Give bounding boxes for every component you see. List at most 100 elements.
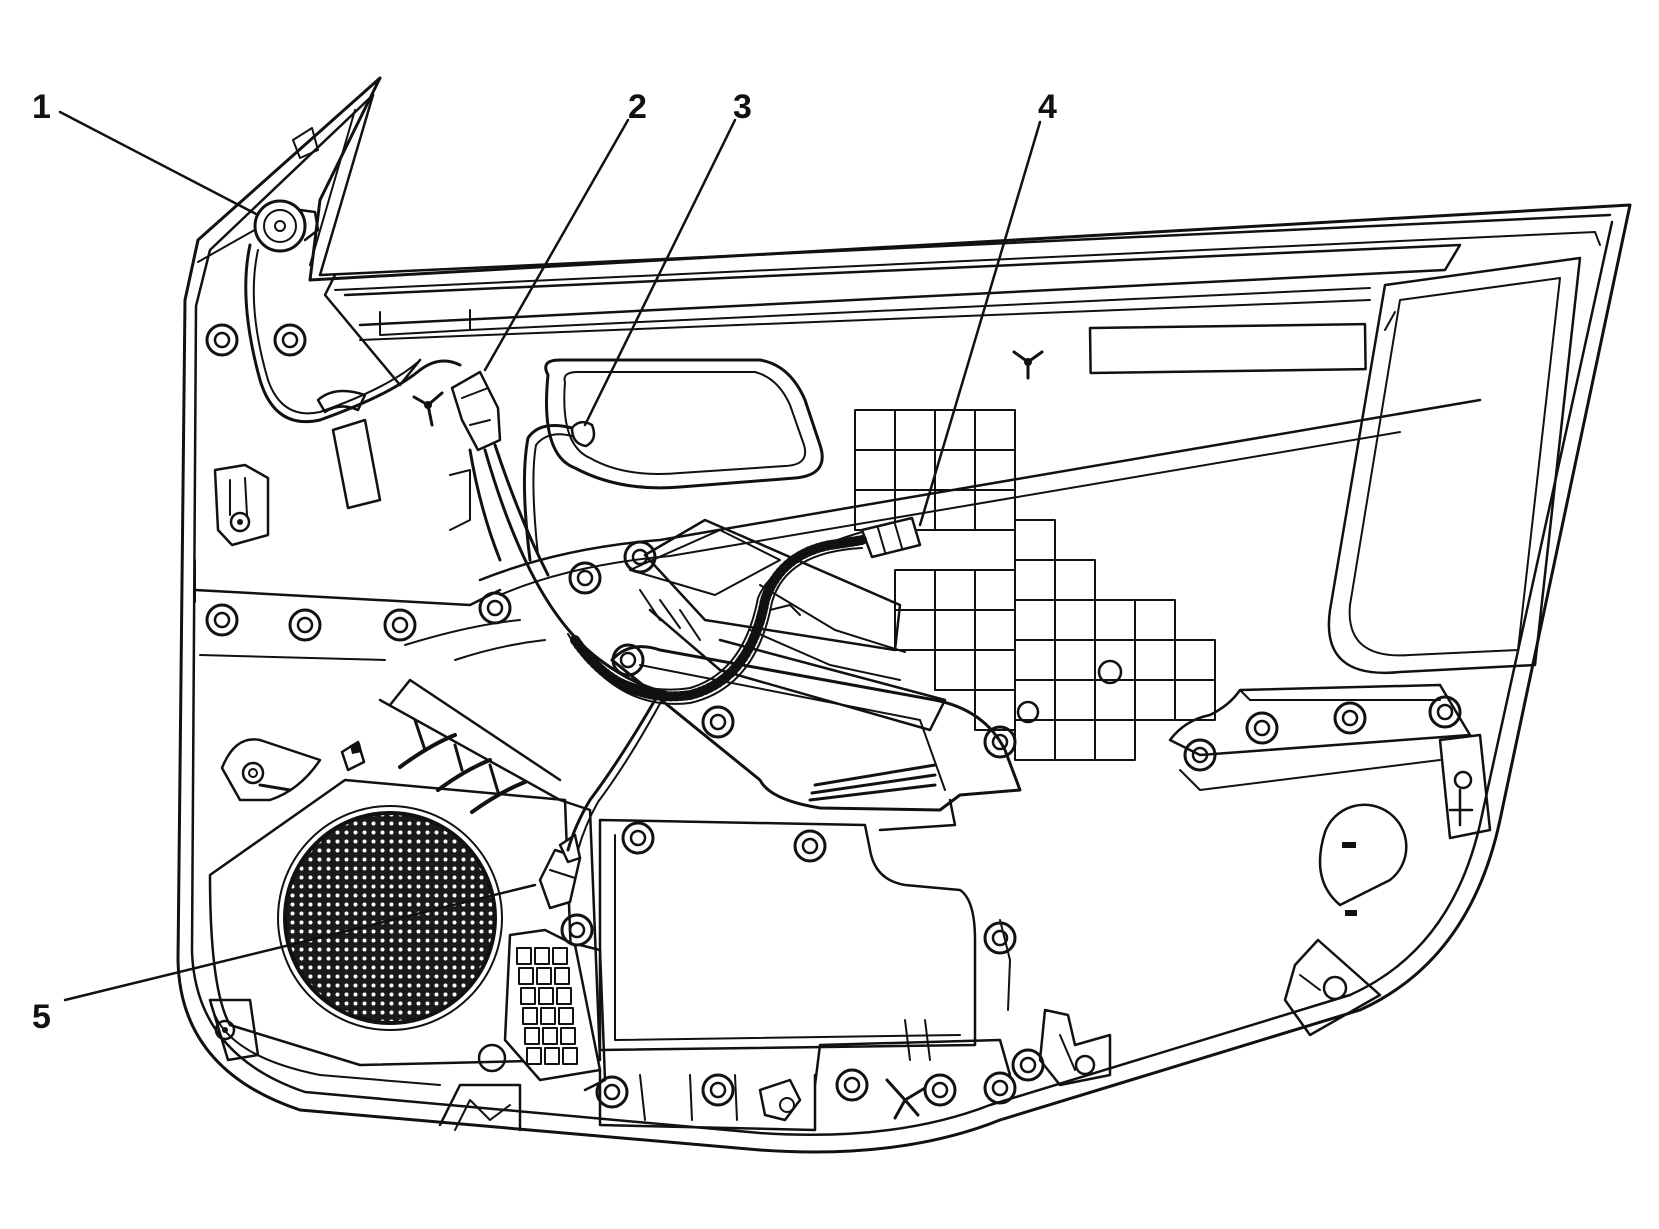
grid-cell (1054, 599, 1096, 641)
callout-number-4: 4 (1038, 88, 1057, 126)
reflector-cell (558, 1007, 574, 1025)
connector-5-housing (538, 833, 582, 910)
grid-cell (1134, 599, 1176, 641)
grid-cell (934, 649, 976, 691)
reflector-cell (554, 967, 570, 985)
bottom-trim-band (438, 1038, 1012, 1132)
callout-number-3: 3 (733, 88, 752, 126)
grid-cell (1054, 559, 1096, 601)
speaker-grille (208, 778, 577, 1067)
door-panel-outline (176, 76, 1632, 1154)
leader-line-4 (918, 120, 1042, 527)
reflector-cell (560, 1027, 576, 1045)
fastener-boss (478, 591, 512, 625)
connector-2-housing (450, 370, 502, 452)
fastener-boss (611, 643, 645, 677)
grid-cell (974, 409, 1016, 451)
grid-cell (1014, 679, 1056, 721)
fastener-boss (1428, 695, 1462, 729)
callout-number-5: 5 (32, 998, 51, 1036)
reflector-knob (477, 1043, 507, 1073)
fastener-boss (983, 1071, 1017, 1105)
reflector-cell (544, 1047, 560, 1065)
reflector-cell (518, 967, 534, 985)
access-plug-round (1318, 803, 1408, 916)
grid-cell (1014, 519, 1056, 561)
lower-armrest (610, 645, 1022, 832)
connector-3-housing (570, 420, 596, 448)
grid-cell (974, 489, 1016, 531)
grid-hole (1097, 659, 1123, 685)
reflector-cell (526, 1047, 542, 1065)
fastener-boss (1011, 1048, 1045, 1082)
grid-cell (974, 689, 1016, 731)
upper-strut (316, 273, 471, 772)
leader-line-3 (583, 118, 737, 427)
grid-cell (894, 449, 936, 491)
fastener-boss (923, 1073, 957, 1107)
grid-cell (854, 409, 896, 451)
belt-molding (343, 243, 1462, 380)
fastener-boss (560, 913, 594, 947)
grid-cell (1094, 639, 1136, 681)
fastener-boss (983, 921, 1017, 955)
reflector-cell (552, 947, 568, 965)
grid-cell (1094, 679, 1136, 721)
fastener-boss (1183, 738, 1217, 772)
fastener-boss (205, 603, 239, 637)
leader-lines (58, 110, 1042, 1002)
watershield-grid (854, 409, 1216, 761)
callout-number-1: 1 (32, 88, 51, 126)
grid-cell (894, 409, 936, 451)
grid-cell (1094, 719, 1136, 761)
connector-4-housing (849, 516, 922, 559)
trim-fasteners (205, 323, 1462, 1109)
fastener-boss (701, 705, 735, 739)
grid-cell (1054, 639, 1096, 681)
callout-number-2: 2 (628, 88, 647, 126)
reflector-cell (524, 1027, 540, 1045)
reflector-cell (538, 987, 554, 1005)
reflector-cell (516, 947, 532, 965)
fastener-boss (1245, 711, 1279, 745)
clip-retainer-right (1438, 733, 1492, 840)
grid-cell (1014, 639, 1056, 681)
grid-hole (1016, 700, 1040, 724)
reflector-grid-block (477, 928, 607, 1092)
speaker-mesh (283, 811, 497, 1025)
clip-retainer-left-bottom (208, 998, 260, 1062)
grid-cell (894, 609, 936, 651)
inside-handle-bezel (544, 358, 824, 490)
fastener-boss (568, 561, 602, 595)
fastener-boss (983, 725, 1017, 759)
reflector-cell (534, 947, 550, 965)
grid-cell (854, 449, 896, 491)
grid-cell (1054, 719, 1096, 761)
grid-cell (934, 609, 976, 651)
callout-labels: 1 2 3 4 5 (32, 88, 1057, 1036)
fastener-boss (835, 1068, 869, 1102)
fastener-boss (383, 608, 417, 642)
grid-cell (974, 649, 1016, 691)
reflector-cell (540, 1007, 556, 1025)
fastener-boss (623, 540, 657, 574)
fastener-boss (595, 1075, 629, 1109)
center-bracket (629, 518, 947, 732)
clip-retainer-left-lower (220, 738, 322, 802)
grid-cell (1134, 679, 1176, 721)
reflector-cell (520, 987, 536, 1005)
wiring-harness (244, 243, 867, 852)
reflector-cell (522, 1007, 538, 1025)
fastener-boss (701, 1073, 735, 1107)
grid-cell (1174, 639, 1216, 681)
clip-retainer-bottom-right (1283, 938, 1382, 1037)
clip-retainer-bottom-center (1038, 1008, 1112, 1087)
bottom-clip-small (454, 1078, 927, 1131)
grid-cell (1134, 639, 1176, 681)
grid-cell (1014, 559, 1056, 601)
grid-cell (1014, 599, 1056, 641)
grid-cell (1054, 679, 1096, 721)
fastener-boss (273, 323, 307, 357)
tweeter-speaker (253, 199, 320, 253)
